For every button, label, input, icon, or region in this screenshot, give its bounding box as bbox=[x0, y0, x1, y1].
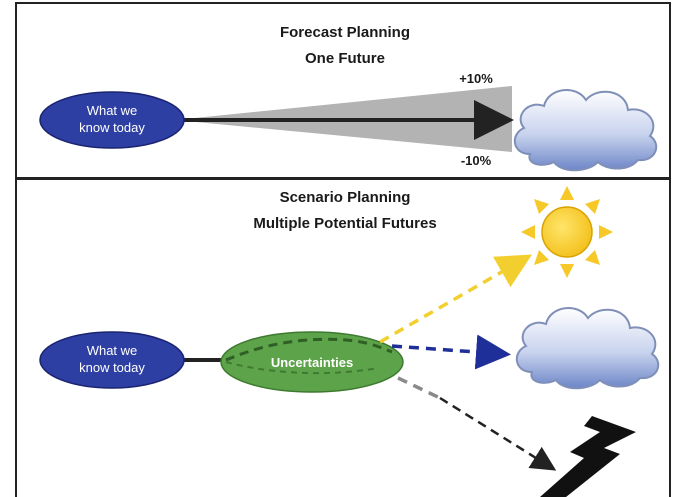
arrow-to-sun bbox=[379, 254, 533, 344]
cloud-icon bbox=[516, 306, 660, 390]
uncertainties-hub bbox=[220, 331, 404, 393]
scenario-start-line1: What we bbox=[87, 343, 138, 358]
lower-range-label: -10% bbox=[461, 153, 492, 168]
cloud-icon bbox=[514, 88, 658, 172]
arrow-to-storm bbox=[439, 396, 557, 471]
upper-range-label: +10% bbox=[459, 71, 493, 86]
forecast-title-line1: Forecast Planning bbox=[280, 24, 410, 41]
forecast-title-line2: One Future bbox=[305, 50, 385, 67]
scenario-title-line1: Scenario Planning bbox=[280, 189, 411, 206]
scenario-start-oval bbox=[39, 331, 185, 389]
sun-icon bbox=[521, 186, 613, 278]
forecast-start-oval bbox=[39, 91, 185, 149]
hub-inner-path-top bbox=[225, 337, 393, 362]
lightning-icon bbox=[540, 416, 636, 497]
forecast-start-line2: know today bbox=[79, 120, 145, 135]
scenario-start-line2: know today bbox=[79, 360, 145, 375]
forecast-start-line1: What we bbox=[87, 103, 138, 118]
uncertainties-label: Uncertainties bbox=[271, 355, 353, 370]
scenario-title-line2: Multiple Potential Futures bbox=[253, 215, 436, 232]
hub-inner-path-bottom bbox=[225, 361, 379, 375]
arrow-to-cloud bbox=[391, 334, 511, 370]
arrow-to-storm-start bbox=[397, 376, 441, 400]
